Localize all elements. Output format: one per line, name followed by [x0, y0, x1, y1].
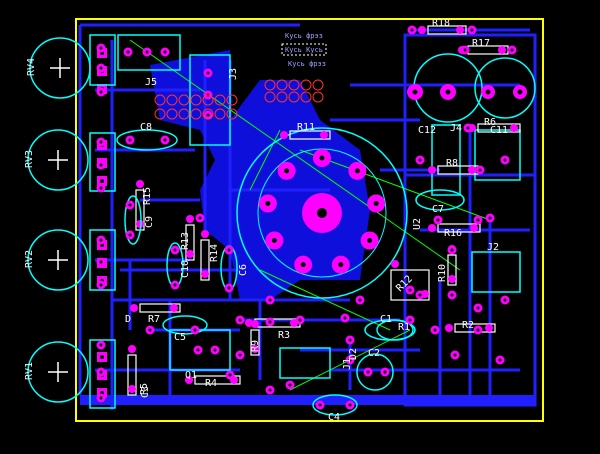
resistor-r5[interactable] [127, 345, 137, 396]
silkscreen-label: R13 [180, 232, 191, 250]
potentiometer-rv4[interactable]: RV4 [26, 37, 107, 99]
resistor-r7[interactable] [130, 303, 181, 313]
resistor-r14[interactable] [200, 230, 210, 281]
resistor-r2[interactable] [445, 323, 496, 333]
potentiometer-label: RV4 [26, 58, 37, 76]
cap-c12[interactable] [407, 53, 483, 123]
pad-field [96, 25, 517, 410]
silkscreen-label: C6 [238, 264, 249, 276]
silkscreen-label: R1 [398, 322, 410, 333]
silkscreen-label: C7 [432, 204, 444, 215]
silkscreen-label: C2 [368, 348, 380, 359]
silkscreen-label: R2 [462, 320, 474, 331]
silkscreen-label: R6 [484, 117, 496, 128]
silkscreen-label: R9 [250, 340, 261, 352]
silkscreen-label: C10 [180, 260, 191, 278]
silkscreen-label: C4 [328, 412, 340, 423]
resistor-r16[interactable] [428, 223, 481, 233]
silkscreen-label: C5 [174, 332, 186, 343]
silkscreen-label: Q1 [185, 370, 197, 381]
silkscreen-label: R11 [297, 122, 315, 133]
silkscreen-label: C3 [140, 386, 151, 398]
silkscreen-label: R18 [432, 18, 450, 29]
board-outline [75, 18, 544, 422]
resistor-group [127, 25, 521, 396]
resistor-r13[interactable] [185, 215, 195, 261]
potentiometer-label: RV3 [24, 150, 35, 168]
svg-text:Кусь фрэз: Кусь фрэз [288, 60, 326, 68]
silkscreen-label: R10 [437, 264, 448, 282]
silkscreen-label: R5 [139, 383, 150, 395]
cap-c11[interactable] [474, 57, 536, 119]
silkscreen-label: R7 [148, 314, 160, 325]
silkscreen-label: U2 [412, 218, 423, 230]
resistor-r18[interactable] [418, 25, 467, 35]
silkscreen-label: R4 [205, 378, 217, 389]
potentiometer-label: RV2 [24, 250, 35, 268]
silkscreen-label: J1 [342, 358, 353, 370]
silkscreen-label: C8 [140, 122, 152, 133]
ic-u2-pins [258, 149, 386, 274]
silkscreen-label: R16 [444, 228, 462, 239]
silkscreen-label: J2 [487, 242, 499, 253]
silkscreen-label: J4 [450, 123, 462, 134]
svg-text:Кусь фрэз: Кусь фрэз [285, 32, 323, 40]
board-watermark: Кусь фрэз Кусь Кусь Кусь фрэз [281, 32, 327, 68]
silkscreen-label: C1 [380, 314, 392, 325]
silkscreen-label: R15 [142, 187, 153, 205]
silkscreen-label: R8 [446, 158, 458, 169]
silkscreen-label: D [125, 314, 131, 325]
silkscreen-label: R17 [472, 38, 490, 49]
silkscreen-label: J5 [145, 77, 157, 88]
silkscreen-label: R3 [278, 330, 290, 341]
silkscreen-label: C12 [418, 125, 436, 136]
resistor-r9[interactable] [250, 320, 260, 356]
silkscreen-label: C11 [490, 125, 508, 136]
silkscreen-label: D2 [348, 348, 359, 360]
silkscreen-label: C9 [144, 216, 155, 228]
potentiometer-rv2[interactable]: RV2 [24, 229, 107, 291]
svg-text:Кусь Кусь: Кусь Кусь [285, 46, 323, 54]
silkscreen-label: R14 [209, 244, 220, 262]
potentiometer-rv3[interactable]: RV3 [24, 129, 107, 191]
resistor-r11[interactable] [280, 130, 331, 140]
potentiometer-rv1[interactable]: RV1 [24, 341, 107, 403]
potentiometer-label: RV1 [24, 362, 35, 380]
silkscreen-label: J3 [228, 68, 239, 80]
resistor-r4[interactable] [185, 375, 241, 385]
connector-outlines [89, 34, 521, 409]
